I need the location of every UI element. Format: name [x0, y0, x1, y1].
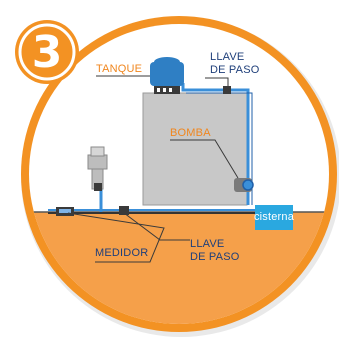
tank-vent-1	[157, 88, 160, 92]
building	[142, 92, 248, 206]
top-valve	[223, 86, 231, 94]
tank-vent-2	[163, 88, 166, 92]
meter-post-cap	[90, 146, 105, 157]
llave-top-label-line2: DE PASO	[210, 64, 260, 76]
bomba-motor	[242, 179, 254, 191]
supply-pipe	[181, 83, 250, 205]
bomba-leader	[170, 139, 239, 179]
llave-bottom-label-line2: DE PASO	[190, 251, 240, 263]
llave-top-leader	[205, 77, 229, 88]
step-number: 3	[32, 27, 63, 78]
meter-post-body	[87, 154, 108, 170]
medidor-leader	[67, 212, 165, 263]
medidor-label: MEDIDOR	[95, 247, 148, 259]
bottom-valve	[119, 206, 129, 215]
tank-body	[150, 62, 184, 86]
tank-base	[154, 86, 180, 94]
llave-top-label-line1: LLAVE	[210, 51, 244, 63]
bomba-label: BOMBA	[170, 127, 211, 139]
tanque-label: TANQUE	[96, 63, 142, 75]
llave-bottom-label-line1: LLAVE	[190, 238, 224, 250]
supply-pipe-outline	[186, 92, 253, 205]
step-badge-ring	[18, 23, 76, 81]
step-badge	[15, 20, 79, 84]
cisterna-label: cisterna	[254, 211, 295, 223]
cisterna-tank	[255, 205, 293, 230]
meter-post-valve	[94, 183, 102, 191]
llave-bottom-leader	[123, 212, 190, 241]
medidor-display	[59, 209, 71, 213]
tank-vent-3	[169, 88, 172, 92]
